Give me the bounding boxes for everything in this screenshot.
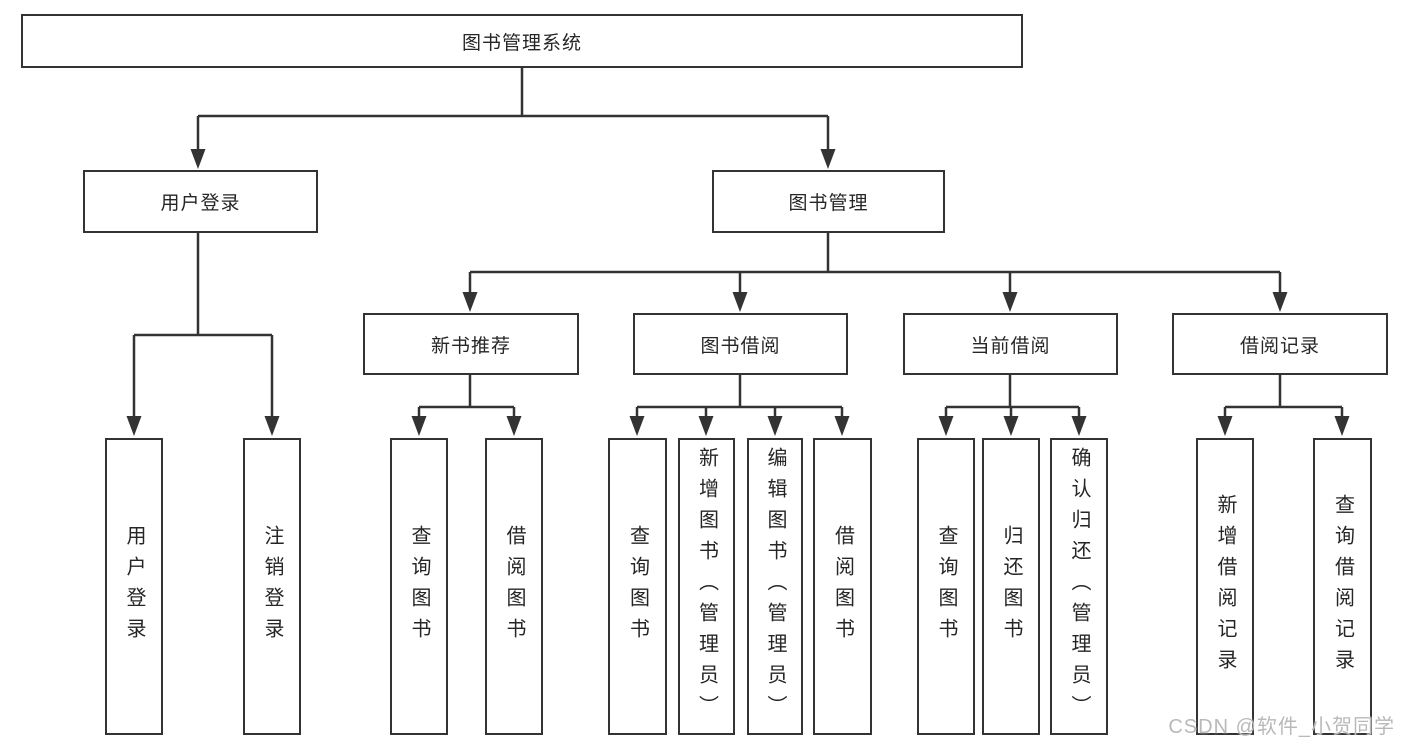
leaf-add-books-admin-label: 新增图书（管理员） — [695, 447, 718, 726]
arrowhead-icon — [1071, 416, 1087, 436]
leaf-query-books-current: 查询图书 — [917, 438, 975, 735]
node-book-borrow-label: 图书借阅 — [700, 335, 781, 357]
arrowhead-icon — [411, 416, 427, 436]
leaf-edit-books-admin: 编辑图书（管理员） — [747, 438, 803, 735]
node-book-borrow: 图书借阅 — [633, 313, 848, 375]
leaf-add-borrow-record-label: 新增借阅记录 — [1214, 493, 1236, 680]
arrowhead-icon — [1003, 416, 1019, 436]
arrowhead-icon — [834, 416, 850, 436]
node-book-management: 图书管理 — [712, 170, 945, 233]
arrowhead-icon — [462, 292, 478, 312]
arrowhead-icon — [190, 149, 206, 169]
arrowhead-icon — [629, 416, 645, 436]
leaf-user-login: 用户登录 — [105, 438, 163, 735]
leaf-confirm-return-admin: 确认归还（管理员） — [1050, 438, 1108, 735]
leaf-query-books-recommend-label: 查询图书 — [408, 524, 430, 649]
node-user-login-label: 用户登录 — [160, 193, 241, 214]
leaf-borrow-books-borrow: 借阅图书 — [813, 438, 872, 735]
leaf-add-borrow-record: 新增借阅记录 — [1196, 438, 1254, 735]
node-book-management-label: 图书管理 — [788, 193, 869, 214]
arrowhead-icon — [506, 416, 522, 436]
leaf-borrow-books-recommend-label: 借阅图书 — [503, 524, 525, 649]
leaf-borrow-books-recommend: 借阅图书 — [485, 438, 543, 735]
leaf-query-books-recommend: 查询图书 — [390, 438, 448, 735]
arrowhead-icon — [767, 416, 783, 436]
node-user-login: 用户登录 — [83, 170, 318, 233]
node-current-borrow-label: 当前借阅 — [970, 335, 1051, 357]
arrowhead-icon — [1272, 292, 1288, 312]
leaf-logout-label: 注销登录 — [261, 524, 283, 649]
leaf-query-borrow-record-label: 查询借阅记录 — [1331, 493, 1354, 680]
arrowhead-icon — [264, 416, 280, 436]
arrowhead-icon — [126, 416, 142, 436]
leaf-query-books-borrow: 查询图书 — [608, 438, 667, 735]
leaf-query-books-current-label: 查询图书 — [935, 524, 957, 649]
leaf-user-login-label: 用户登录 — [123, 524, 145, 649]
leaf-edit-books-admin-label: 编辑图书（管理员） — [764, 447, 786, 726]
arrowhead-icon — [732, 292, 748, 312]
leaf-return-books-label: 归还图书 — [1000, 524, 1022, 649]
leaf-logout: 注销登录 — [243, 438, 301, 735]
node-new-book-recommend-label: 新书推荐 — [430, 335, 511, 357]
node-root-label: 图书管理系统 — [461, 32, 582, 54]
leaf-query-books-borrow-label: 查询图书 — [626, 524, 649, 649]
watermark: CSDN @软件_小贺同学 — [1168, 716, 1395, 738]
leaf-add-books-admin: 新增图书（管理员） — [678, 438, 735, 735]
node-root: 图书管理系统 — [21, 14, 1023, 68]
arrowhead-icon — [938, 416, 954, 436]
leaf-confirm-return-admin-label: 确认归还（管理员） — [1068, 447, 1090, 726]
arrowhead-icon — [1217, 416, 1233, 436]
node-borrow-records-label: 借阅记录 — [1239, 335, 1320, 357]
leaf-query-borrow-record: 查询借阅记录 — [1313, 438, 1372, 735]
node-current-borrow: 当前借阅 — [903, 313, 1118, 375]
arrowhead-icon — [820, 149, 836, 169]
arrowhead-icon — [698, 416, 714, 436]
arrowhead-icon — [1002, 292, 1018, 312]
node-borrow-records: 借阅记录 — [1172, 313, 1388, 375]
node-new-book-recommend: 新书推荐 — [363, 313, 579, 375]
leaf-borrow-books-borrow-label: 借阅图书 — [831, 524, 854, 649]
arrowhead-icon — [1334, 416, 1350, 436]
leaf-return-books: 归还图书 — [982, 438, 1040, 735]
